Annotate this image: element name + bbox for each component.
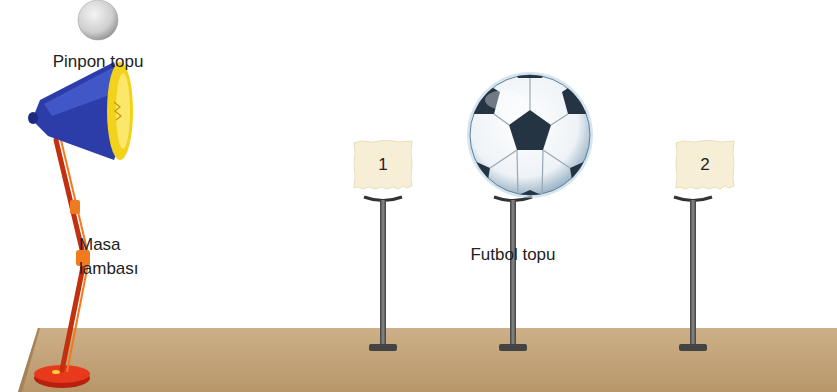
table-top [18, 328, 837, 392]
pingpong-ball [78, 0, 118, 40]
paper-note: 1 [353, 140, 413, 190]
football [456, 60, 604, 218]
paper-number: 1 [353, 140, 413, 190]
paper-number: 2 [675, 140, 735, 190]
table-edge [18, 328, 40, 392]
stand [674, 197, 712, 351]
object-label: Masa lambası [79, 233, 147, 281]
object-label: Pinpon topu [43, 50, 153, 74]
object-label: Futbol topu [453, 243, 573, 267]
stand [494, 197, 532, 351]
desk-lamp [28, 62, 133, 388]
paper-note: 2 [675, 140, 735, 190]
stand [364, 197, 402, 351]
